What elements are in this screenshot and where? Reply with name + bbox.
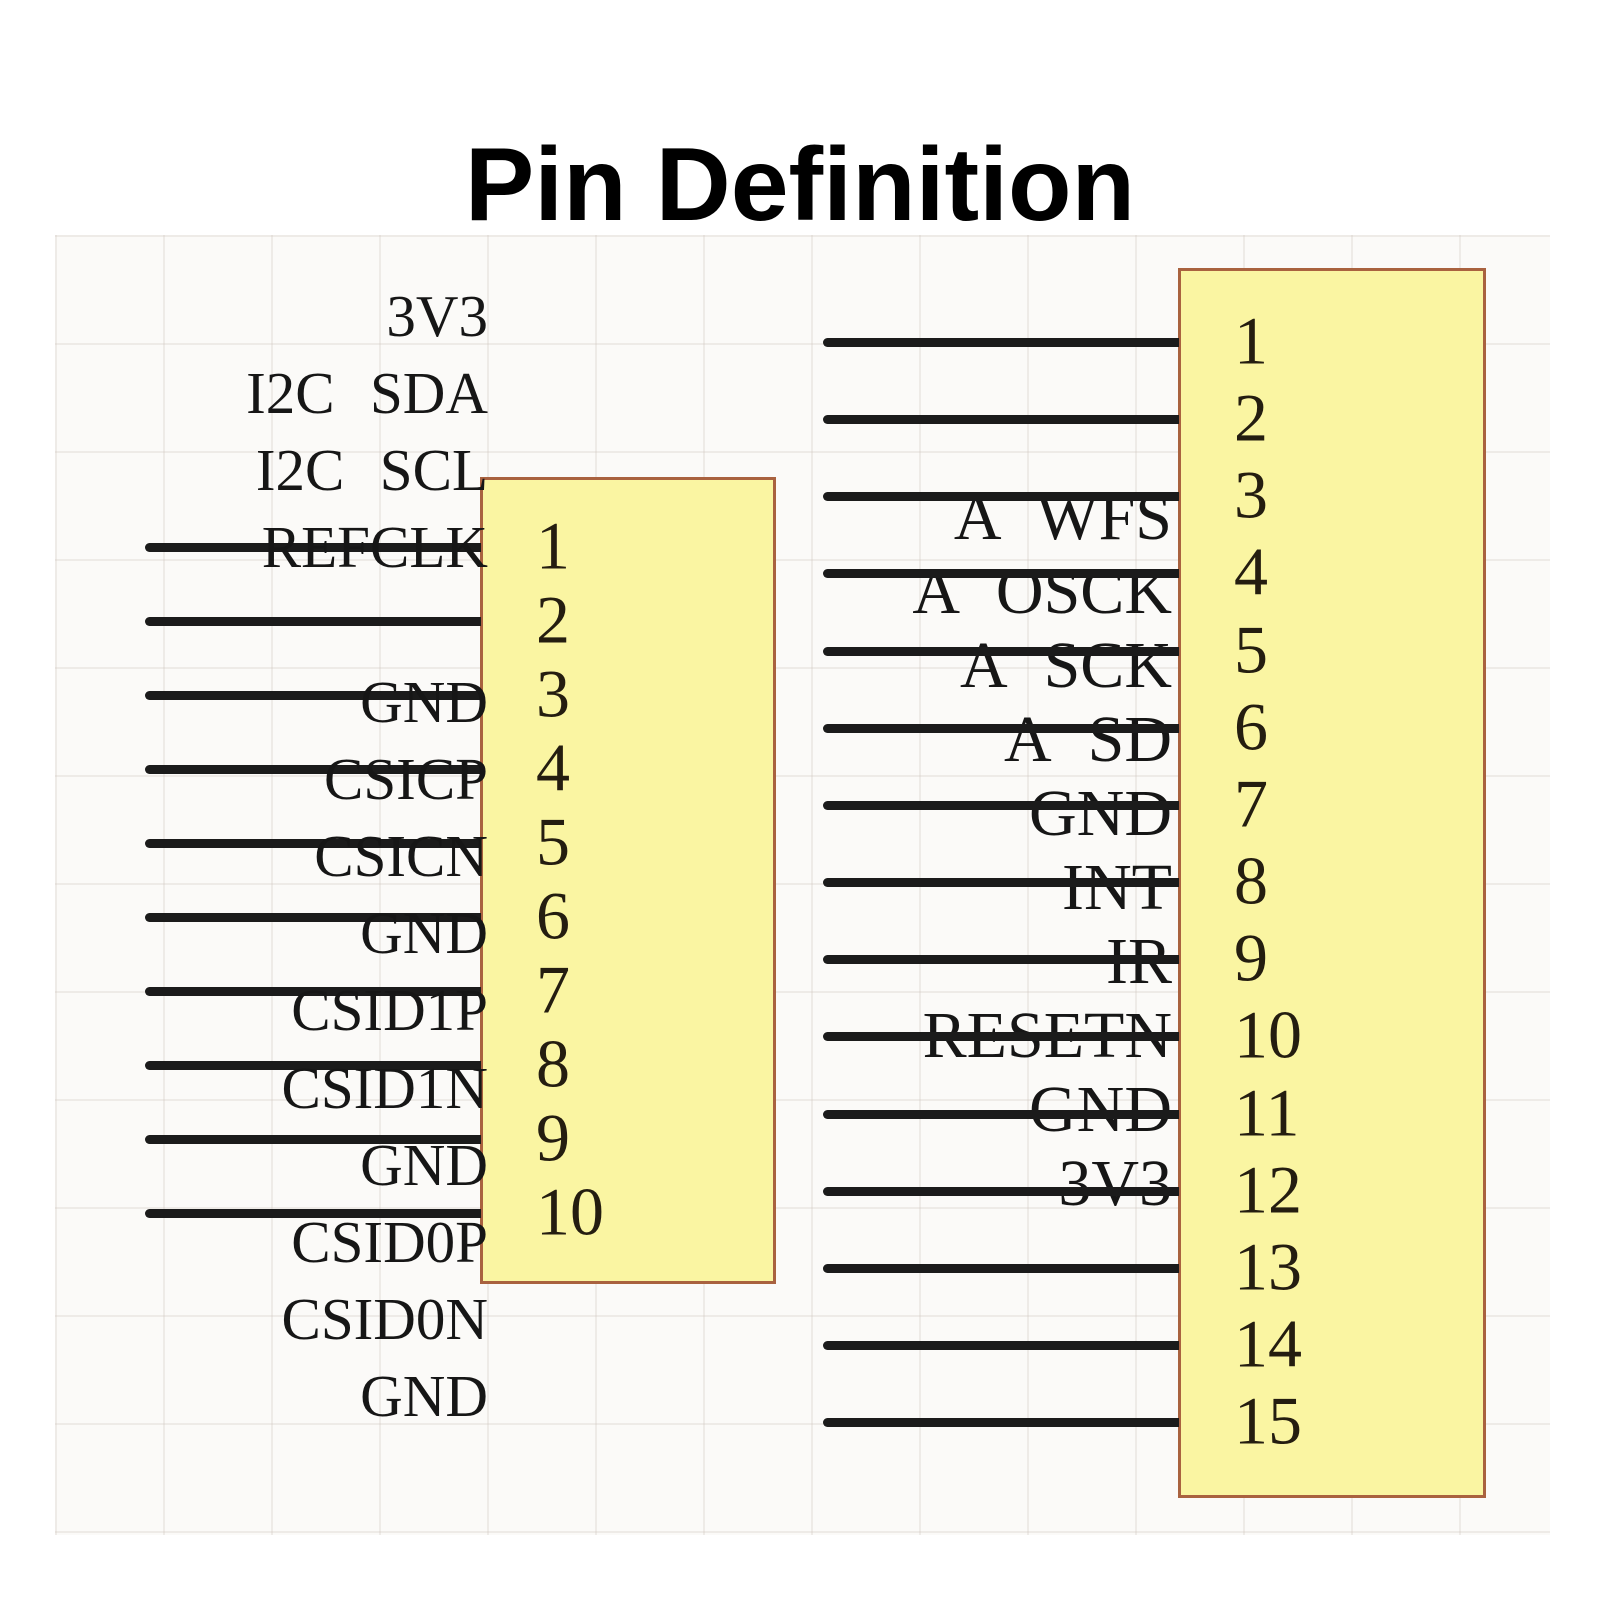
pin-wire	[145, 1061, 481, 1070]
pin-number: 6	[536, 877, 570, 954]
pin-wire	[145, 691, 481, 700]
pin-number: 2	[536, 581, 570, 658]
pin-label: CSICP	[324, 745, 488, 812]
pin-label: A SD	[1004, 703, 1172, 776]
pin-wire	[823, 955, 1179, 965]
pin-wire	[823, 415, 1179, 425]
pin-wire	[145, 987, 481, 996]
pin-wire	[823, 646, 1179, 656]
pin-wire	[145, 913, 481, 922]
pin-label: CSID0P	[291, 1208, 488, 1275]
pin-wire	[145, 617, 481, 626]
pin-number: 13	[1234, 1228, 1302, 1305]
pin-label: I2C SDA	[246, 360, 488, 427]
connector-box-left	[480, 477, 776, 1284]
pin-wire	[823, 569, 1179, 579]
pin-label: GND	[1029, 777, 1172, 850]
pin-number: 15	[1234, 1382, 1302, 1459]
pin-wire	[823, 1109, 1179, 1119]
pin-label: REFCLK	[261, 514, 488, 581]
pin-wire	[145, 543, 481, 552]
pin-wire	[145, 839, 481, 848]
pin-label: GND	[360, 1363, 488, 1430]
pin-wire	[823, 1186, 1179, 1196]
pin-wire	[145, 1209, 481, 1218]
pin-number: 9	[1234, 919, 1268, 996]
pin-wire	[823, 1418, 1179, 1428]
pin-label: GND	[360, 1131, 488, 1198]
pin-label: I2C SCL	[255, 437, 488, 504]
pin-label: CSID0N	[281, 1285, 488, 1352]
pin-wire	[823, 1032, 1179, 1042]
pin-number: 10	[536, 1173, 604, 1250]
pin-wire	[145, 1135, 481, 1144]
pin-number: 4	[536, 729, 570, 806]
pin-number: 12	[1234, 1151, 1302, 1228]
pin-label: INT	[1062, 851, 1172, 924]
pin-number: 3	[536, 655, 570, 732]
pin-number: 8	[1234, 842, 1268, 919]
pin-label: GND	[360, 900, 488, 967]
pin-wire	[823, 338, 1179, 347]
pin-wire	[823, 492, 1179, 502]
pin-label: CSID1N	[281, 1054, 488, 1121]
pin-number: 11	[1234, 1074, 1300, 1151]
pin-wire	[823, 800, 1179, 810]
page-title: Pin Definition	[464, 126, 1136, 243]
pin-wire	[823, 1263, 1179, 1273]
pin-label: A SCK	[959, 629, 1172, 702]
pin-number: 6	[1234, 688, 1268, 765]
pin-number: 3	[1234, 456, 1268, 533]
pin-wire	[823, 1340, 1179, 1350]
pin-wire	[823, 723, 1179, 733]
pin-number: 4	[1234, 534, 1268, 611]
pin-number: 7	[536, 951, 570, 1028]
pin-number: 1	[1234, 302, 1268, 379]
pin-label: CSICN	[314, 823, 488, 890]
pin-label: 3V3	[386, 283, 488, 349]
pin-number: 1	[536, 507, 570, 584]
pin-number: 7	[1234, 765, 1268, 842]
pin-number: 9	[536, 1099, 570, 1176]
pin-number: 5	[536, 803, 570, 880]
pin-number: 14	[1234, 1305, 1302, 1382]
pin-number: 5	[1234, 611, 1268, 688]
pin-label: CSID1P	[291, 977, 488, 1044]
pin-number: 10	[1234, 996, 1302, 1073]
pin-number: 8	[536, 1025, 570, 1102]
pin-label: 3V3	[1058, 1147, 1172, 1220]
pin-wire	[145, 765, 481, 774]
pin-number: 2	[1234, 379, 1268, 456]
pin-wire	[823, 878, 1179, 888]
pin-label: GND	[360, 668, 488, 735]
connector-box-right	[1178, 268, 1486, 1498]
